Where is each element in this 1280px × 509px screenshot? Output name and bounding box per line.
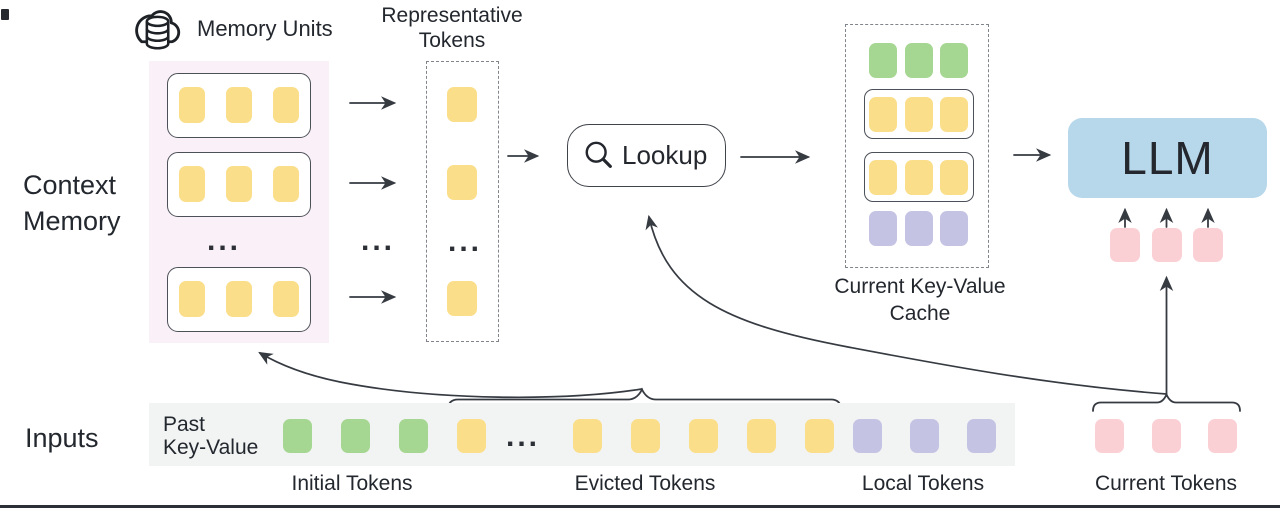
- context-memory-label: Context Memory: [23, 170, 121, 236]
- arrows-ellipsis: ...: [361, 224, 396, 257]
- cache-initial-token: [905, 43, 933, 78]
- evicted-token: [573, 419, 602, 453]
- cache-local-token: [905, 211, 933, 246]
- representative-tokens-title: Representative Tokens: [381, 4, 523, 52]
- lookup-button: Lookup: [567, 124, 726, 187]
- figure-bottom-rule: [0, 505, 1280, 508]
- initial-token: [341, 419, 370, 453]
- local-token: [853, 419, 882, 453]
- memory-token: [226, 166, 252, 202]
- memory-token: [273, 87, 299, 123]
- representative-ellipsis: ...: [448, 225, 483, 258]
- initial-token: [283, 419, 312, 453]
- evicted-token: [457, 419, 486, 453]
- current-token: [1152, 419, 1181, 453]
- memory-token: [226, 87, 252, 123]
- evicted-token: [805, 419, 834, 453]
- inputs-label: Inputs: [25, 423, 99, 453]
- llm-input-token: [1110, 228, 1140, 262]
- initial-token: [399, 419, 428, 453]
- cache-initial-token: [869, 43, 897, 78]
- evicted-token: [689, 419, 718, 453]
- current-token: [1208, 419, 1237, 453]
- representative-token: [447, 165, 477, 200]
- current-kv-cache-label: Current Key-Value Cache: [834, 275, 1006, 325]
- memory-token: [179, 166, 205, 202]
- local-token: [910, 419, 939, 453]
- cache-unit-token: [905, 160, 933, 195]
- memory-units-ellipsis: ...: [207, 224, 242, 257]
- lookup-label: Lookup: [622, 140, 708, 170]
- evicted-tokens-label: Evicted Tokens: [574, 472, 716, 495]
- memory-token: [226, 281, 252, 317]
- cache-unit-token: [869, 160, 897, 195]
- local-token: [967, 419, 996, 453]
- evicted-token: [631, 419, 660, 453]
- evicted-token: [747, 419, 776, 453]
- arrow-evicted-to-memory: [258, 351, 643, 399]
- memory-unit-row: [167, 73, 311, 138]
- memory-token: [273, 281, 299, 317]
- llm-input-token: [1152, 228, 1182, 262]
- cache-local-token: [940, 211, 968, 246]
- cache-local-token: [869, 211, 897, 246]
- past-kv-label: Past Key-Value: [163, 413, 259, 459]
- memory-unit-row: [167, 267, 311, 332]
- brace-current-tokens: [1092, 392, 1241, 412]
- cache-unit-token: [940, 97, 968, 132]
- magnifier-icon: [585, 141, 612, 168]
- llm-label: LLM: [1121, 132, 1214, 184]
- memory-unit-row: [167, 152, 311, 217]
- llm-input-token: [1193, 228, 1223, 262]
- cache-unit-token: [905, 97, 933, 132]
- cache-unit-token: [940, 160, 968, 195]
- memory-token: [179, 87, 205, 123]
- current-tokens-label: Current Tokens: [1094, 472, 1238, 495]
- representative-tokens-box: ...: [426, 61, 499, 342]
- representative-token: [447, 281, 477, 316]
- llm-box: LLM: [1068, 118, 1267, 198]
- initial-tokens-label: Initial Tokens: [291, 472, 413, 495]
- edge-artifact-mark: [1, 9, 9, 20]
- representative-token: [447, 87, 477, 122]
- cloud-database-icon: [135, 10, 181, 50]
- local-tokens-label: Local Tokens: [861, 472, 985, 495]
- cache-initial-token: [940, 43, 968, 78]
- memory-token: [179, 281, 205, 317]
- current-token: [1095, 419, 1124, 453]
- memory-units-title: Memory Units: [197, 16, 333, 41]
- cache-unit-token: [869, 97, 897, 132]
- evicted-ellipsis: ...: [506, 420, 541, 453]
- current-kv-cache-box: [845, 24, 989, 268]
- memory-token: [273, 166, 299, 202]
- context-memory-panel: ...: [149, 61, 329, 343]
